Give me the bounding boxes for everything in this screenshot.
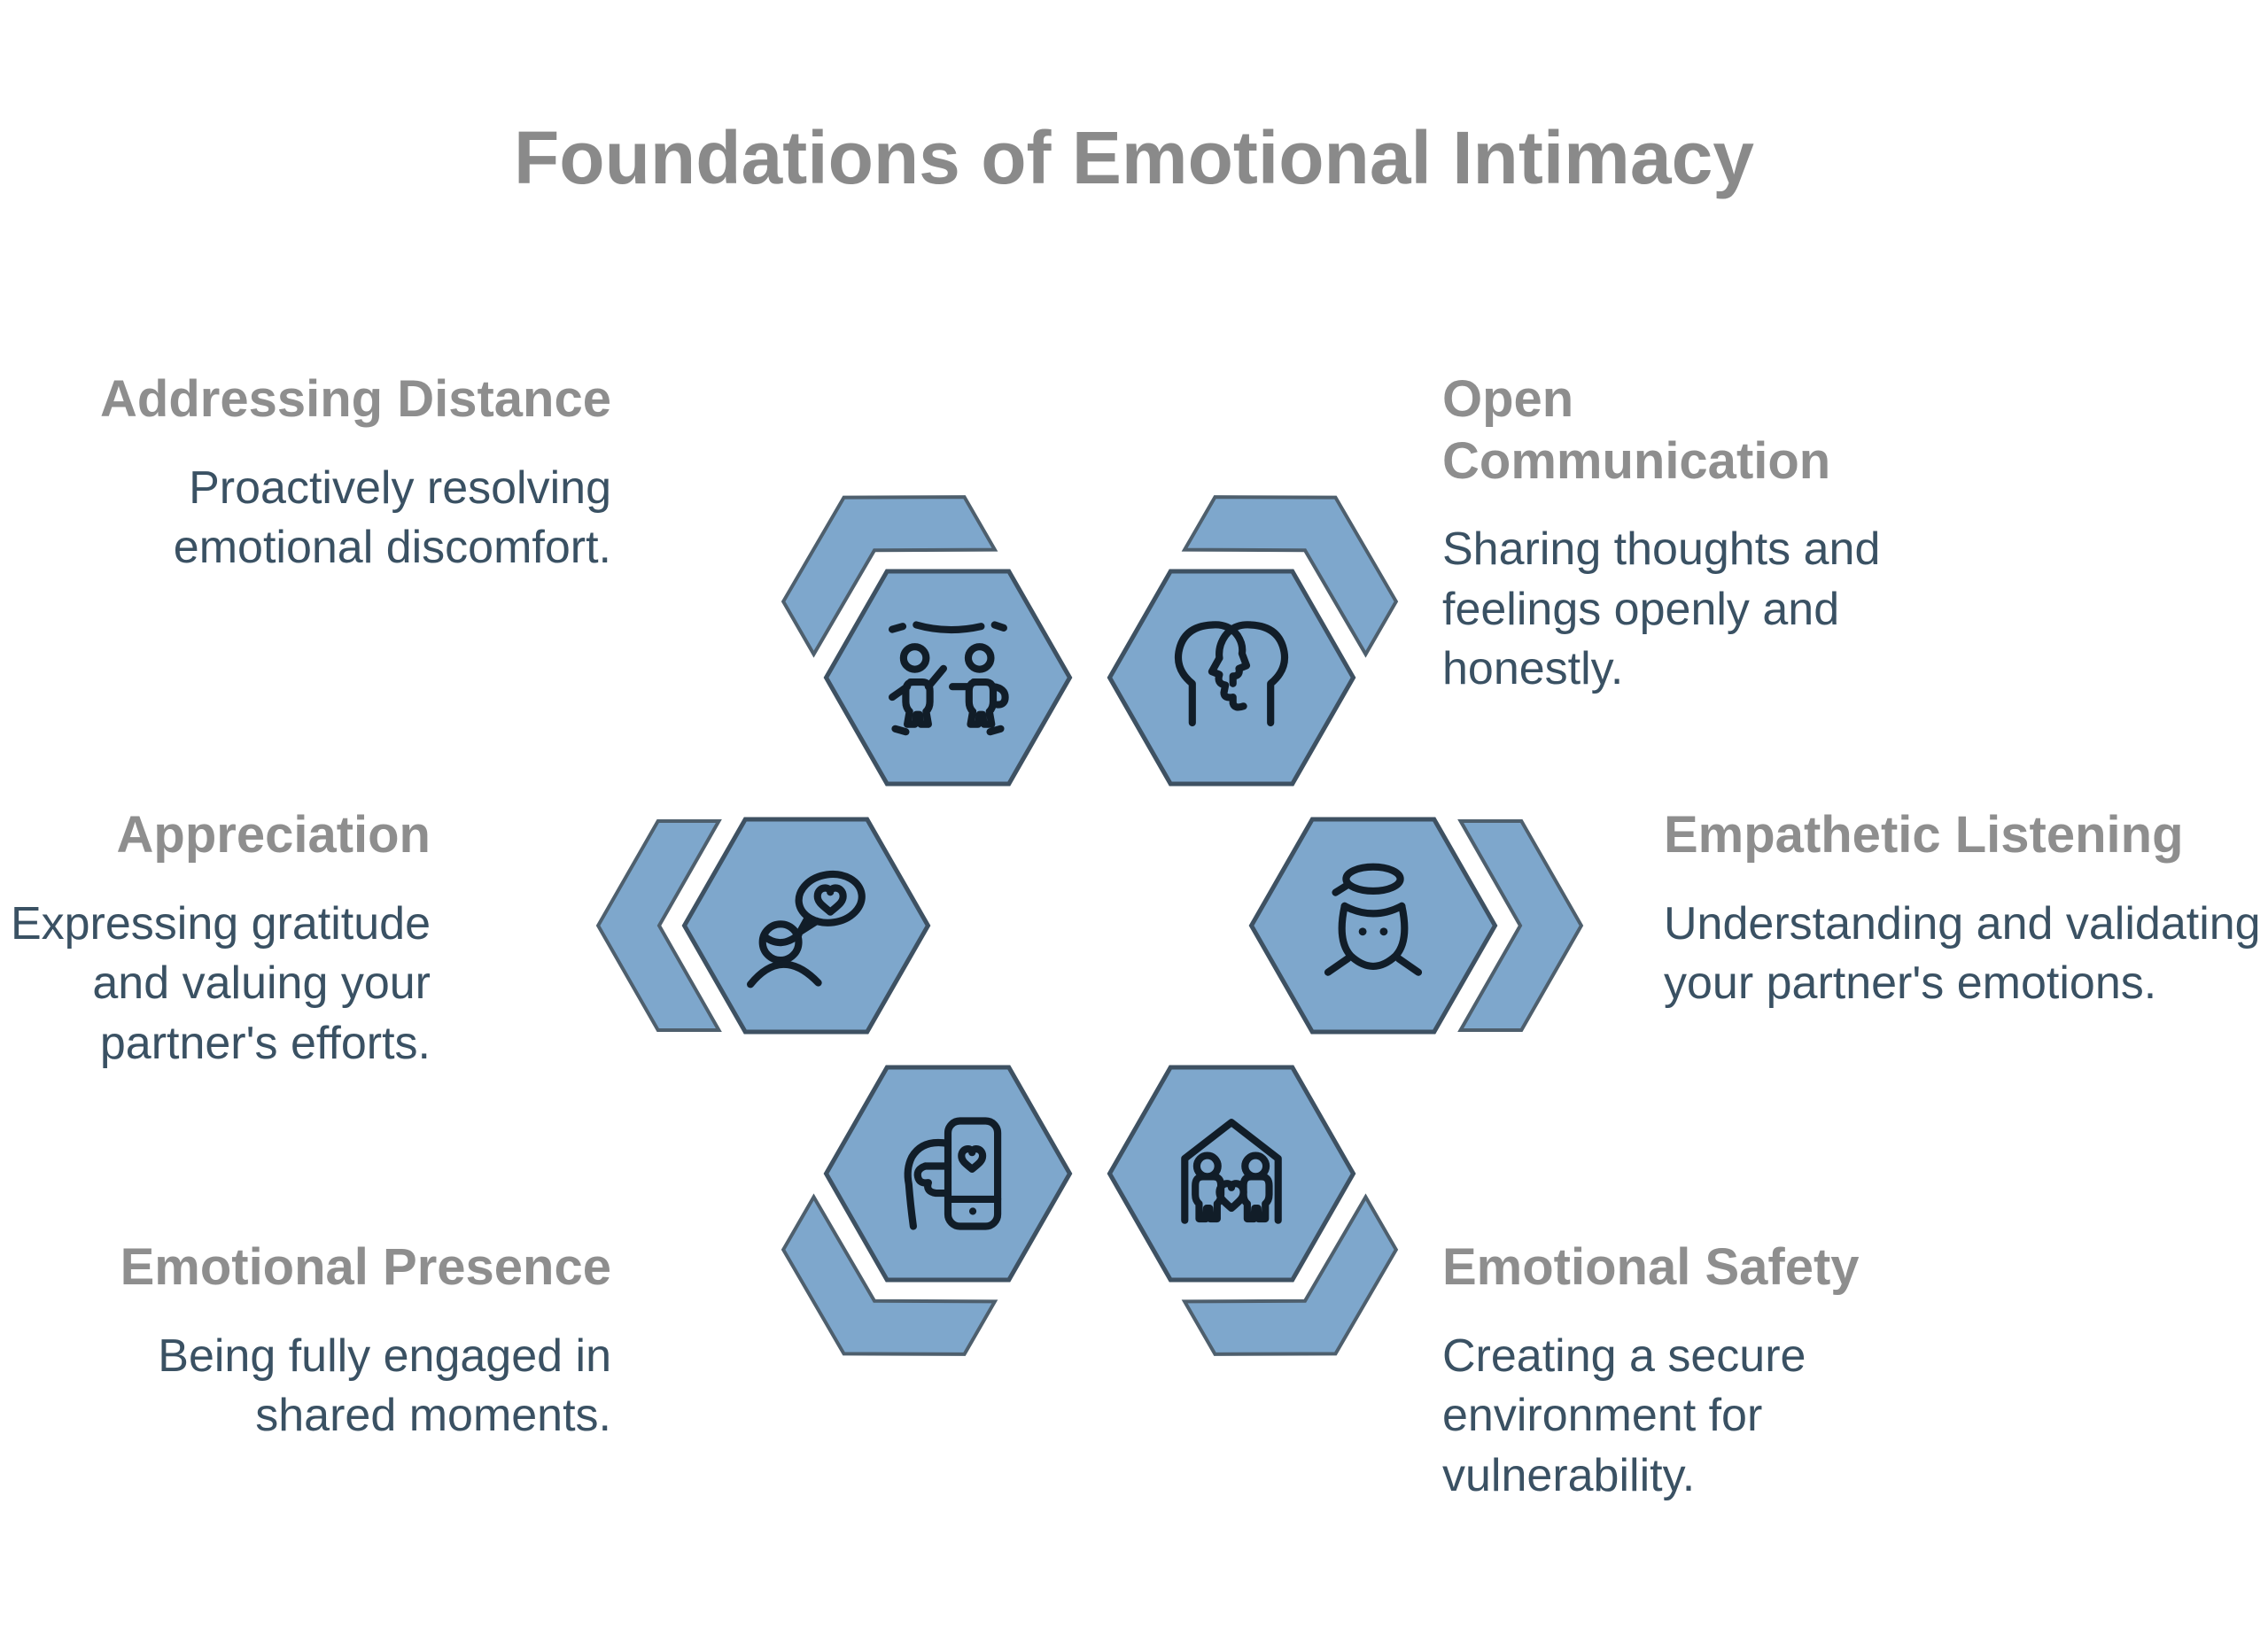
chevron-shape [595,819,722,1032]
chevron-shape [1181,1193,1399,1356]
person-heart-speech-bubble-icon [747,870,866,988]
item-heading: Emotional Presence [120,1238,611,1296]
open-mind-listening-icon [1324,863,1423,976]
hexagon-shape [1107,1065,1356,1283]
chevron-shape [781,1193,998,1356]
item-heading: Appreciation [116,806,431,864]
label-emotional-presence: Emotional Presence Being fully engaged i… [58,1237,611,1446]
item-description: Expressing gratitude and valuing your pa… [10,897,431,1069]
two-people-distance-icon [889,621,1009,736]
hexagon-shape [1248,817,1498,1035]
label-emotional-safety: Emotional Safety Creating a secure envir… [1442,1237,1921,1506]
item-description: Proactively resolving emotional discomfo… [173,461,611,574]
hexagon-unit-emotional-safety [1107,1065,1399,1356]
hexagon-unit-emotional-presence [781,1065,1073,1356]
hand-phone-heart-icon [904,1117,1002,1230]
item-description: Understanding and validating your partne… [1664,897,2261,1010]
item-description: Creating a secure environment for vulner… [1442,1330,1806,1501]
item-description: Sharing thoughts and feelings openly and… [1442,523,1881,695]
item-heading: Empathetic Listening [1664,806,2184,864]
item-heading: Addressing Distance [100,370,611,428]
item-description: Being fully engaged in shared moments. [158,1330,611,1442]
label-open-communication: Open Communication Sharing thoughts and … [1442,368,1974,700]
label-empathetic-listening: Empathetic Listening Understanding and v… [1664,804,2268,1014]
page-title: Foundations of Emotional Intimacy [513,116,1755,199]
two-heads-profile-icon [1174,621,1289,727]
hexagon-unit-empathetic-listening [1248,817,1584,1035]
item-heading: Emotional Safety [1442,1238,1860,1296]
hexagon-unit-appreciation [595,817,931,1035]
label-addressing-distance: Addressing Distance Proactively resolvin… [62,368,611,578]
chevron-shape [1457,819,1584,1032]
chevron-shape [1181,495,1399,658]
label-appreciation: Appreciation Expressing gratitude and va… [0,804,431,1074]
item-heading: Open Communication [1442,370,1831,490]
hexagon-unit-addressing-distance [781,495,1073,787]
house-couple-heart-icon [1181,1119,1282,1224]
hexagon-unit-open-communication [1107,495,1399,787]
hexagon-shape [823,569,1073,787]
chevron-shape [781,495,998,658]
